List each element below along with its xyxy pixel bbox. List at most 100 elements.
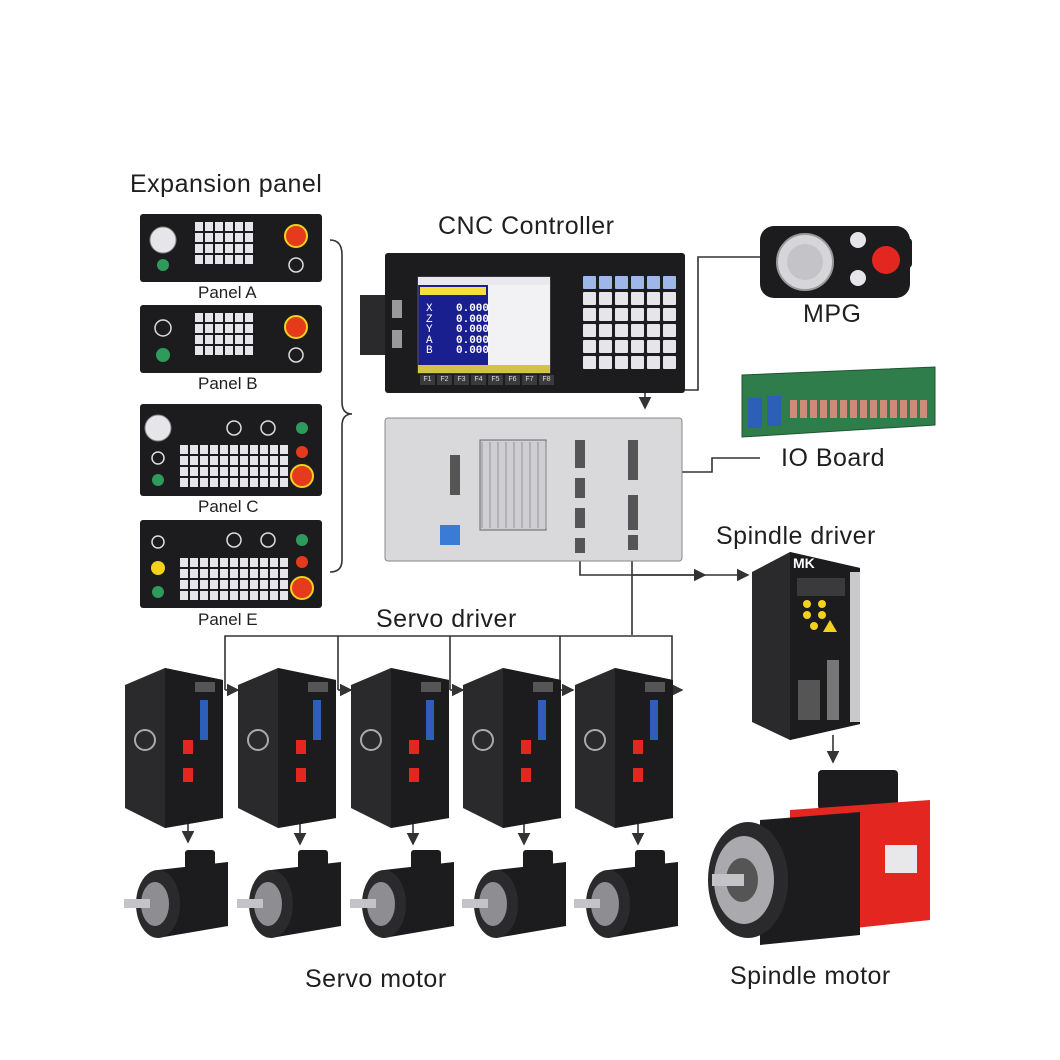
servo-terminal xyxy=(633,740,643,754)
servo-fan-icon xyxy=(472,729,494,751)
function-key-f3[interactable]: F3 xyxy=(454,375,469,385)
panel-key xyxy=(280,456,288,465)
panel-key xyxy=(190,456,198,465)
servo-terminal xyxy=(183,740,193,754)
panel-key xyxy=(180,456,188,465)
panel-key xyxy=(250,456,258,465)
controller-key xyxy=(615,276,628,289)
controller-key xyxy=(663,308,676,321)
function-key-f2[interactable]: F2 xyxy=(437,375,452,385)
panel-key xyxy=(240,456,248,465)
panel-key xyxy=(190,445,198,454)
servo-terminal xyxy=(409,740,419,754)
panel-key xyxy=(225,324,233,333)
panel-key xyxy=(260,558,268,567)
panel-key xyxy=(250,558,258,567)
servo-fan-icon xyxy=(584,729,606,751)
panel-key xyxy=(220,445,228,454)
screen-value: 0.000 xyxy=(456,303,490,315)
controller-key xyxy=(647,292,660,305)
controller-key xyxy=(599,292,612,305)
panel-key xyxy=(250,580,258,589)
servo-display xyxy=(533,682,553,692)
panel-key xyxy=(260,569,268,578)
panel-key xyxy=(205,324,213,333)
controller-key xyxy=(583,308,596,321)
panel-key xyxy=(195,233,203,242)
panel-key xyxy=(205,346,213,355)
function-key-f8[interactable]: F8 xyxy=(539,375,554,385)
function-key-f7[interactable]: F7 xyxy=(522,375,537,385)
controller-key xyxy=(663,324,676,337)
panel-key xyxy=(215,324,223,333)
panel-key xyxy=(270,569,278,578)
servo-terminal xyxy=(633,768,643,782)
panel-key xyxy=(190,558,198,567)
servo-motor-face xyxy=(141,882,169,926)
controller-key xyxy=(647,308,660,321)
panel-key xyxy=(230,591,238,600)
relay xyxy=(850,400,857,418)
panel-key xyxy=(220,591,228,600)
panel-key xyxy=(250,445,258,454)
panel-key xyxy=(230,558,238,567)
mpg-label: MPG xyxy=(803,300,862,328)
panel-key xyxy=(240,591,248,600)
panel-key xyxy=(200,569,208,578)
panel-key xyxy=(270,445,278,454)
panel-key xyxy=(210,478,218,487)
servo-fan-icon xyxy=(247,729,269,751)
servo-motor-face xyxy=(254,882,282,926)
function-key-f4[interactable]: F4 xyxy=(471,375,486,385)
panel-key xyxy=(220,478,228,487)
function-key-f1[interactable]: F1 xyxy=(420,375,435,385)
servo-connector xyxy=(650,700,658,740)
controller-key xyxy=(599,340,612,353)
servo-driver-face xyxy=(503,668,561,828)
panel-key xyxy=(190,467,198,476)
panel-key xyxy=(245,313,253,322)
servo-motor-shaft xyxy=(124,899,150,908)
panel-key xyxy=(260,467,268,476)
servo-bus xyxy=(224,635,673,690)
controller-key xyxy=(615,324,628,337)
panel-key xyxy=(235,222,243,231)
panel-key xyxy=(190,580,198,589)
panel-key xyxy=(180,558,188,567)
screen-value: 0.000 xyxy=(456,324,490,336)
controller-key xyxy=(615,340,628,353)
controller-key xyxy=(631,324,644,337)
panel-key xyxy=(245,346,253,355)
expansion-brace xyxy=(329,239,353,573)
panel-key xyxy=(250,467,258,476)
controller-key xyxy=(583,276,596,289)
panel-key xyxy=(260,445,268,454)
panel-key xyxy=(230,445,238,454)
panel-key xyxy=(240,467,248,476)
relay xyxy=(790,400,797,418)
panel-key xyxy=(245,233,253,242)
relay xyxy=(800,400,807,418)
screen-value: 0.000 xyxy=(456,313,490,326)
controller-key xyxy=(583,324,596,337)
panel-key xyxy=(205,233,213,242)
relay xyxy=(920,400,927,418)
panel-key xyxy=(195,255,203,264)
panel-key xyxy=(250,591,258,600)
controller-key xyxy=(631,308,644,321)
servo-terminal xyxy=(296,768,306,782)
panel-key xyxy=(220,467,228,476)
function-key-f6[interactable]: F6 xyxy=(505,375,520,385)
panel-key xyxy=(240,558,248,567)
panel-c-label: Panel C xyxy=(198,497,259,516)
panel-key xyxy=(280,580,288,589)
servo-driver-face xyxy=(391,668,449,828)
panel-key xyxy=(205,244,213,253)
panel-key xyxy=(215,346,223,355)
panel-key xyxy=(195,244,203,253)
panel-key xyxy=(200,467,208,476)
function-key-f5[interactable]: F5 xyxy=(488,375,503,385)
